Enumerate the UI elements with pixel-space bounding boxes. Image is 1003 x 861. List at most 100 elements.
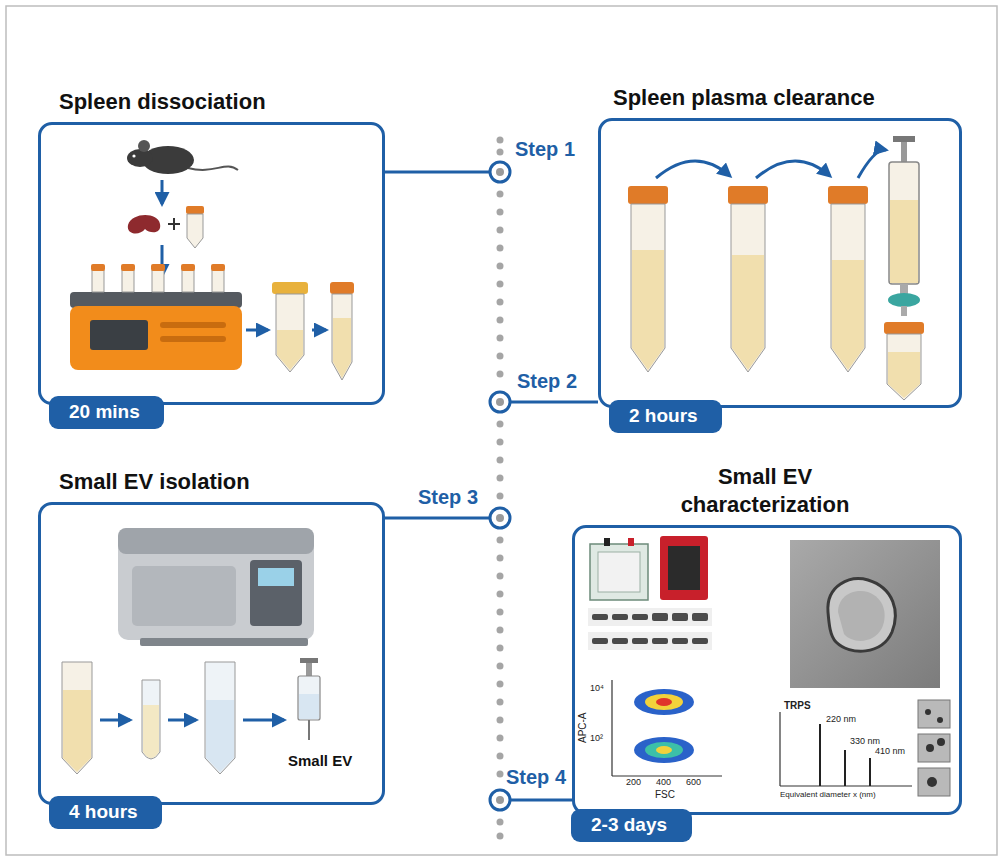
particle-dots <box>937 717 943 723</box>
syringe-icon <box>298 676 320 720</box>
trps-inset-image <box>918 700 950 728</box>
syringe-filter-icon <box>888 136 920 316</box>
flow-plot <box>634 689 694 715</box>
tick-label: 400 <box>656 777 671 787</box>
panel-title: Spleen plasma clearance <box>613 84 875 112</box>
step-marker-core <box>496 168 504 176</box>
spleen-icon <box>128 215 160 233</box>
step-marker <box>490 162 510 182</box>
step-panel: Spleen plasma clearance2 hours <box>598 118 962 408</box>
dissociator-icon <box>90 320 148 350</box>
time-tab: 4 hours <box>49 796 162 829</box>
step-marker-core <box>496 398 504 406</box>
uc-tube-icon <box>63 690 91 772</box>
ultracentrifuge-icon <box>118 528 314 554</box>
electrophoresis-tank-icon <box>590 544 648 600</box>
step-panel: Small EV characterization2-3 days <box>572 525 962 815</box>
transfer-cassette-icon <box>660 536 708 600</box>
timeline-dots <box>497 245 504 252</box>
syringe-icon <box>299 694 319 719</box>
c-tube-icon <box>186 206 204 248</box>
electrophoresis-tank-icon <box>628 538 634 546</box>
dissociator-icon <box>92 270 104 292</box>
syringe-filter-icon <box>900 284 908 294</box>
mouse-icon <box>188 166 238 170</box>
time-tab: 2 hours <box>609 400 722 433</box>
step-marker <box>490 508 510 528</box>
step-links <box>385 172 598 800</box>
uc-tube-icon <box>62 662 92 774</box>
timeline-dots <box>497 537 504 544</box>
timeline-dots <box>497 457 504 464</box>
tick-label: 600 <box>686 777 701 787</box>
tube-icon <box>888 352 920 398</box>
plot-title: TRPS <box>784 700 811 712</box>
c-tube-icon <box>186 206 204 214</box>
timeline-dots <box>497 645 504 652</box>
electrophoresis-tank-icon <box>604 538 610 546</box>
syringe-icon <box>306 663 312 677</box>
timeline-dots <box>497 735 504 742</box>
timeline-dots <box>497 149 504 156</box>
ultracentrifuge-icon <box>258 568 294 586</box>
tem-image <box>790 540 940 688</box>
frame <box>6 6 997 855</box>
step-label: Step 2 <box>517 370 577 393</box>
dissociator-icon <box>121 264 135 271</box>
tube-icon <box>884 322 924 334</box>
step-panel: Spleen dissociation20 mins <box>38 122 385 405</box>
timeline-dots <box>497 137 504 144</box>
trps-plot <box>844 750 846 786</box>
step-marker <box>490 790 510 810</box>
tube-icon <box>884 322 924 400</box>
western-blot-bands <box>652 613 668 621</box>
flow-plot <box>645 694 683 710</box>
axis-label: Equivalent diameter x (nm) <box>780 790 876 799</box>
dissociator-icon <box>152 270 164 292</box>
western-blot-bands <box>588 608 712 650</box>
ultracentrifuge-icon <box>118 528 314 640</box>
conical-tube-icon <box>631 204 665 372</box>
particle-dots <box>926 744 934 752</box>
step-links <box>510 799 572 802</box>
conical-tube-icon <box>632 250 664 370</box>
conical-tube-icon <box>728 186 768 204</box>
peak-label: 220 nm <box>826 714 856 724</box>
flow-plot <box>656 746 672 754</box>
trps-plot <box>820 724 870 786</box>
uc-tube-icon <box>142 680 160 759</box>
flow-plot <box>656 698 672 706</box>
syringe-filter-icon <box>888 293 920 307</box>
strainer-tube-icon <box>272 282 308 372</box>
timeline-dots <box>497 609 504 616</box>
dissociator-icon <box>122 270 134 292</box>
time-tab: 20 mins <box>49 396 164 429</box>
tem-image <box>790 540 940 688</box>
western-blot-bands <box>612 614 628 620</box>
flow-plot <box>645 742 683 758</box>
western-blot-bands <box>592 638 608 644</box>
c-tube-icon <box>187 214 203 248</box>
duration-label: 2-3 days <box>591 813 667 838</box>
conical-tube-icon <box>831 204 865 372</box>
tick-label: 10⁴ <box>590 683 604 693</box>
electrophoresis-tank-icon <box>590 538 648 600</box>
ultracentrifuge-icon <box>250 560 302 626</box>
strainer-tube-icon <box>277 330 303 370</box>
flow-plot <box>634 737 694 763</box>
western-blot-bands <box>592 614 608 620</box>
western-blot-bands <box>652 638 668 644</box>
syringe-filter-icon <box>901 142 907 164</box>
timeline-dots <box>497 627 504 634</box>
step-marker-core <box>496 514 504 522</box>
axis-label: APC-A <box>577 712 589 743</box>
conical-tube-icon <box>628 186 868 372</box>
uc-tube-icon <box>205 662 235 774</box>
transfer-cassette-icon <box>660 536 708 600</box>
timeline-dots <box>497 573 504 580</box>
dissociator-icon <box>151 264 165 271</box>
flow-arrow <box>312 329 326 332</box>
dissociator-icon <box>211 264 225 271</box>
conical-tube-icon <box>828 186 868 204</box>
syringe-filter-icon <box>890 200 918 283</box>
